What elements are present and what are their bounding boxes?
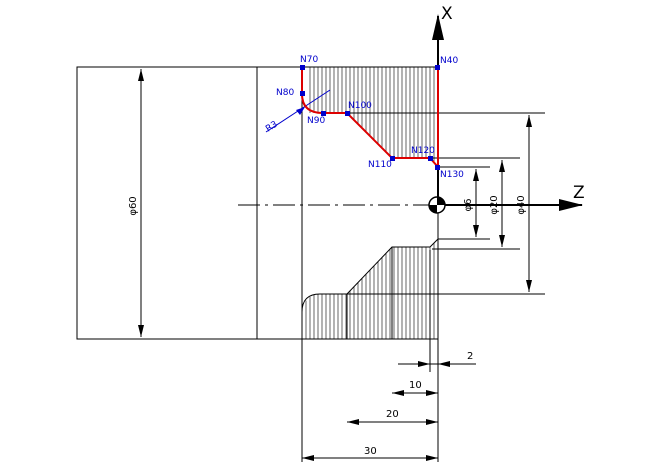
dim-diameter-20: φ20 [489,160,505,247]
dim-40-label: φ40 [516,195,527,214]
point-n40 [435,65,440,70]
dim-20-length-label: 20 [386,409,399,420]
dim-length-30: 30 [302,446,438,461]
point-n110 [390,156,395,161]
dim-diameter-6: φ6 [463,169,479,237]
z-axis-label: Z [573,183,585,203]
dim-10-label: 10 [409,380,422,391]
dim-length-10: 10 [392,380,438,396]
label-n70: N70 [300,55,318,65]
point-n90 [321,111,326,116]
dim-20-label: φ20 [489,195,500,214]
dim-diameter-60: φ60 [128,69,144,337]
point-n70 [300,65,305,70]
label-n120: N120 [411,146,435,156]
point-n80 [300,91,305,96]
label-n40: N40 [440,56,458,66]
radius-label: R3 [264,120,279,135]
label-n100: N100 [348,101,372,111]
x-axis-label: X [441,4,453,24]
origin-symbol [428,196,446,214]
point-n120 [428,156,433,161]
label-n90: N90 [307,116,325,126]
finish-contour [301,67,439,170]
point-labels: N70 N80 N90 N100 N110 N120 N130 N40 [276,55,464,180]
dim-diameter-40: φ40 [516,115,532,292]
extension-lines [301,112,545,462]
z-axis: Z [430,183,585,211]
dim-2-label: 2 [467,351,473,362]
point-n100 [345,111,350,116]
label-n130: N130 [440,170,464,180]
path-points [300,65,440,170]
point-n130 [435,165,440,170]
hatch-lower [305,243,435,339]
dim-length-2: 2 [398,351,476,367]
label-n110: N110 [368,160,392,170]
dim-length-20: 20 [347,409,438,425]
dim-6-label: φ6 [463,199,474,212]
dim-30-label: 30 [364,446,377,457]
lower-profile [301,238,439,339]
dim-60-label: φ60 [128,196,139,215]
label-n80: N80 [276,88,294,98]
